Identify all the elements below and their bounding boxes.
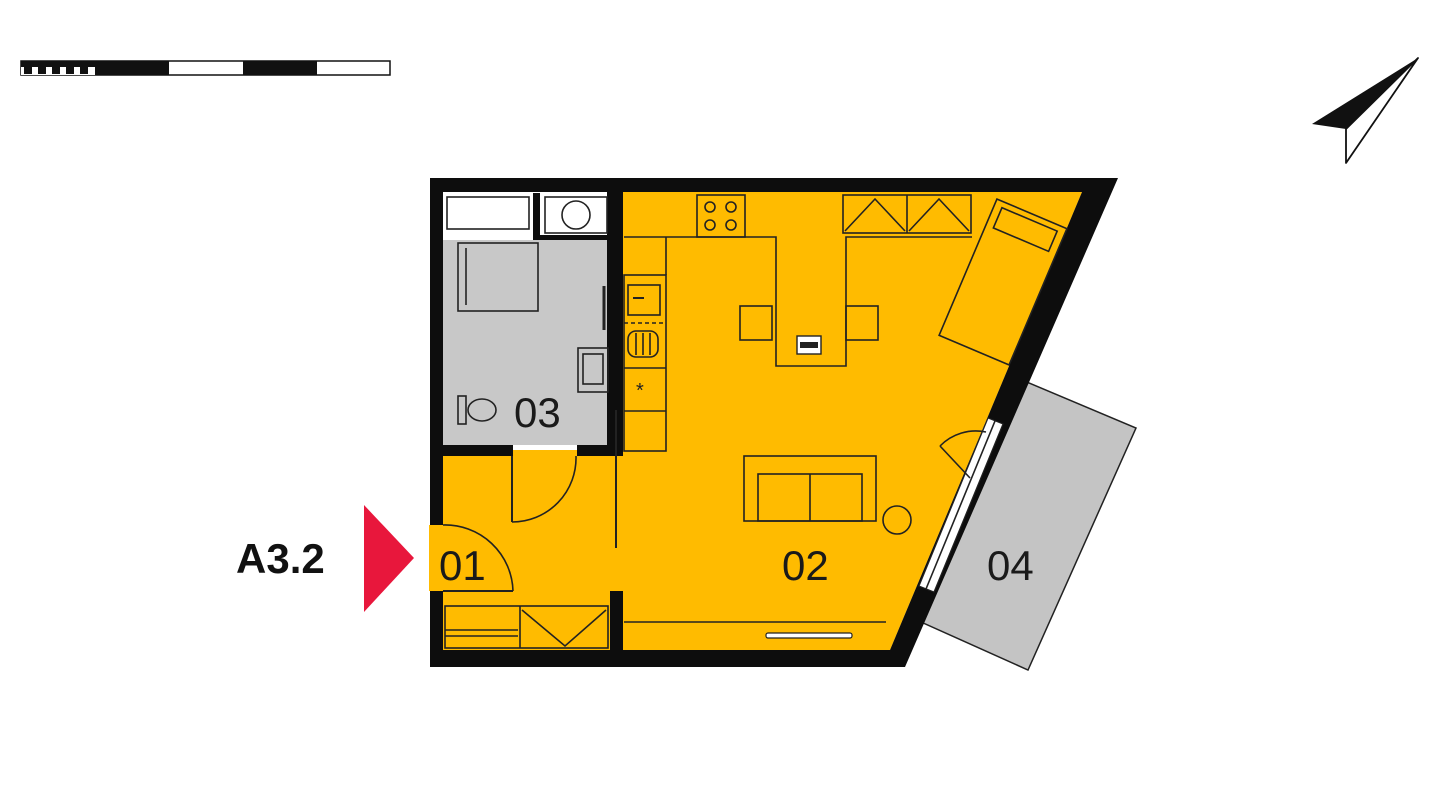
unit-label: A3.2	[236, 535, 325, 582]
kitchen: *	[623, 194, 972, 452]
scale-bar-icon	[20, 60, 391, 76]
room-label-03: 03	[514, 389, 561, 436]
north-arrow-icon	[1312, 57, 1419, 164]
room-label-04: 04	[987, 542, 1034, 589]
svg-text:*: *	[636, 380, 644, 402]
door-swings	[442, 410, 987, 592]
bathroom-fixtures	[457, 242, 609, 425]
room-label-02: 02	[782, 542, 829, 589]
bathroom-niche	[443, 193, 613, 240]
hall-storage	[444, 605, 609, 649]
bed	[938, 197, 1068, 367]
hall-floor	[443, 450, 620, 650]
sofa	[743, 455, 912, 535]
bathroom-floor	[443, 240, 613, 445]
entrance-door-opening	[429, 525, 445, 591]
entrance-arrow-icon	[364, 505, 414, 612]
living-room-floor	[620, 192, 1082, 650]
room-label-01: 01	[439, 542, 486, 589]
